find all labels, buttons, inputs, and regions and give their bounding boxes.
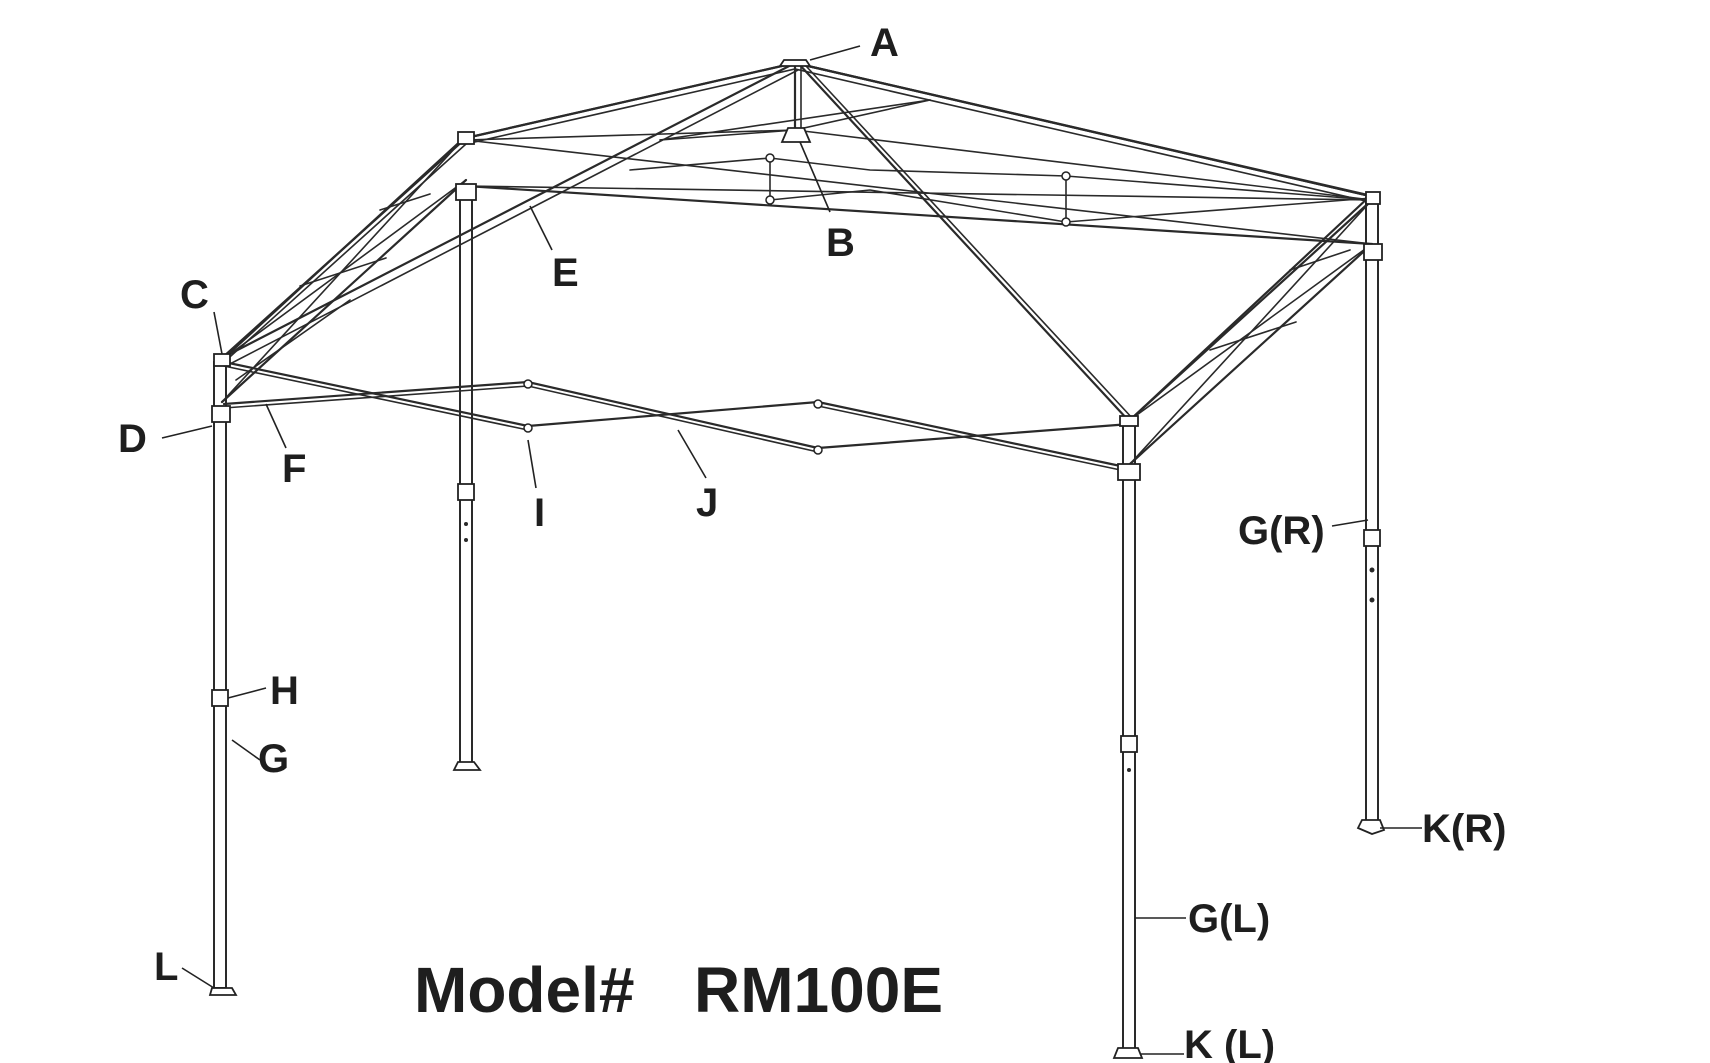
leg-front-left	[213, 361, 227, 989]
bracket-back-left-top	[457, 131, 475, 145]
rafter-back-left	[464, 61, 797, 140]
label-D: D	[118, 417, 147, 461]
leg-back-left	[459, 187, 473, 765]
label-I: I	[534, 491, 545, 535]
truss-right	[1128, 198, 1374, 466]
truss-left	[220, 134, 468, 404]
back-side	[464, 139, 1374, 246]
label-F: F	[282, 447, 306, 491]
label-B: B	[826, 221, 855, 265]
foot-front-left	[208, 987, 238, 996]
bar-J	[526, 400, 820, 428]
foot-back-right	[1356, 819, 1386, 835]
legs	[208, 187, 1386, 1059]
hub-A	[778, 59, 812, 67]
rafter-front-right	[796, 61, 1130, 422]
bracket-front-right-slider	[1117, 463, 1141, 481]
slider-back-left	[457, 483, 475, 501]
label-C: C	[180, 273, 209, 317]
front-side	[222, 360, 1132, 473]
foot-front-right	[1112, 1047, 1144, 1059]
label-L: L	[154, 945, 178, 989]
model-number: RM100E	[694, 954, 943, 1026]
label-E: E	[552, 251, 579, 295]
label-H: H	[270, 669, 299, 713]
label-K-L: K (L)	[1184, 1023, 1275, 1063]
label-G-R: G(R)	[1238, 509, 1325, 553]
joints	[211, 59, 1383, 481]
slider-front-right	[1120, 735, 1138, 753]
leader-lines	[161, 45, 1422, 1055]
rafter-E	[220, 61, 797, 360]
leg-back-right	[1365, 197, 1379, 824]
slider-back-right	[1363, 529, 1381, 547]
label-G-L: G(L)	[1188, 897, 1270, 941]
roof-frame	[220, 61, 1374, 473]
bracket-D	[211, 405, 231, 423]
slider-H	[211, 689, 229, 707]
bracket-C	[213, 353, 231, 367]
label-J: J	[696, 481, 718, 525]
bracket-front-right-top	[1119, 415, 1139, 427]
foot-back-left	[452, 761, 482, 771]
model-prefix: Model#	[414, 954, 634, 1026]
leg-front-right	[1122, 419, 1136, 1051]
bracket-back-right-top	[1365, 191, 1381, 205]
leg-holes	[464, 522, 1375, 772]
bracket-back-left-slider	[455, 183, 477, 201]
rafter-back-right	[793, 61, 1374, 198]
label-K-R: K(R)	[1422, 807, 1506, 851]
label-A: A	[870, 21, 899, 65]
part-labels: A B C D E F I J H G L G(R) K(R) G(L) K (…	[118, 21, 1506, 1063]
bracket-back-right-slider	[1363, 243, 1383, 261]
hub-B	[780, 127, 812, 143]
label-G: G	[258, 737, 289, 781]
eave-right	[793, 61, 1372, 422]
